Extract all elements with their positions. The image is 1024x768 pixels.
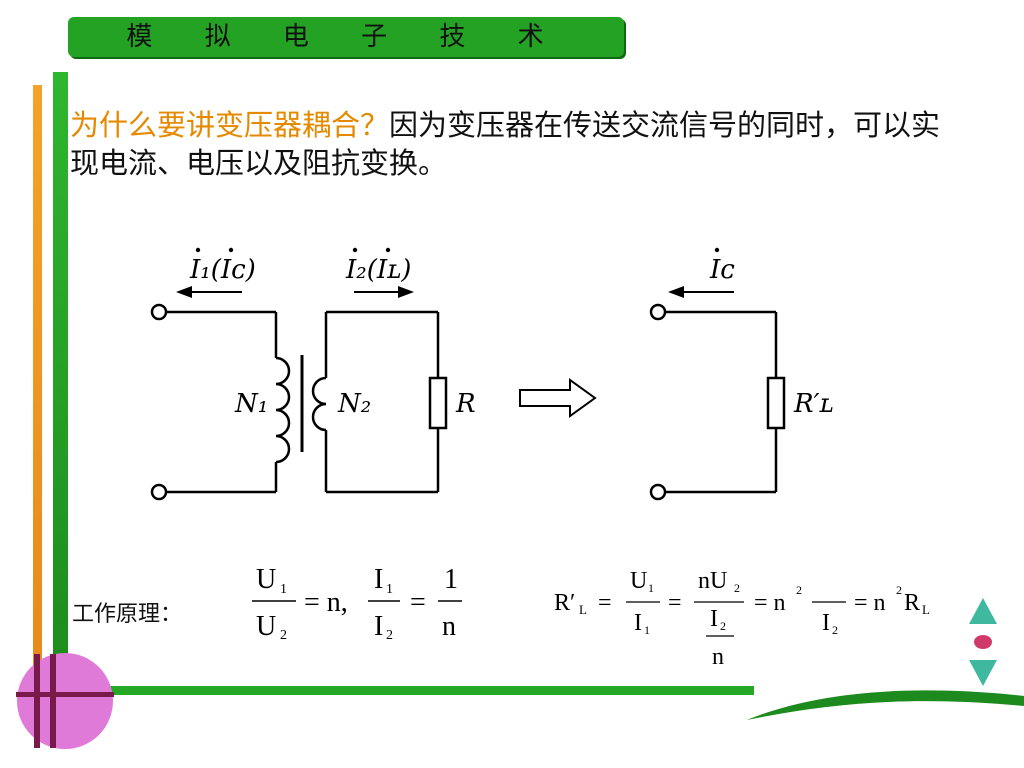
slide-navigation (969, 598, 997, 686)
f1-one: 1 (444, 564, 458, 595)
f2-i1: I (634, 610, 642, 636)
equiv-current-label: Iᴄ (709, 255, 735, 285)
f2-eq1: = (598, 590, 612, 616)
f2-u1-sub: 1 (648, 581, 654, 595)
f2-sq2: 2 (896, 583, 902, 597)
f2-i1-sub: 1 (644, 623, 650, 637)
f2-i2b-sub: 2 (832, 623, 838, 637)
f1-eq-n: = n, (304, 587, 348, 618)
primary-coil (275, 356, 291, 464)
f2-rl-sub: L (579, 602, 587, 617)
primary-current-arrow (176, 286, 192, 298)
primary-turns-label: N₁ (234, 389, 268, 419)
f2-sq1: 2 (796, 583, 802, 597)
f2-rl: R′ (554, 590, 575, 616)
intro-question: 为什么要讲变压器耦合？ (70, 108, 390, 142)
impedance-formula: R′ L = U 1 I 1 = nU 2 I 2 n = n 2 I 2 = … (554, 568, 930, 670)
f2-eq-n2: = n (754, 590, 786, 616)
secondary-turns-label: N₂ (337, 389, 371, 419)
equiv-current-arrow (668, 286, 684, 298)
f1-i1: I (374, 564, 383, 595)
f1-u1: U (256, 564, 276, 595)
f2-i2b: I (822, 610, 830, 636)
transformer-circuit-diagram: I₁(Iᴄ) I₂(Iʟ) N₁ N₂ R Iᴄ R′ʟ (150, 247, 834, 501)
f2-eq-n2b: = n (854, 590, 886, 616)
prev-slide-arrow-icon[interactable] (969, 598, 997, 624)
f1-i1-sub: 1 (386, 582, 393, 597)
intro-text: 为什么要讲变压器耦合？因为变压器在传送交流信号的同时，可以实现电流、电压以及阻抗… (70, 106, 950, 182)
f1-i2: I (374, 611, 383, 642)
title-bar: 模 拟 电 子 技 术 (68, 17, 624, 57)
equiv-load-label: R′ʟ (793, 389, 834, 419)
primary-current-label: I₁(Iᴄ) (189, 255, 256, 285)
f1-u1-sub: 1 (280, 582, 287, 597)
equiv-bottom-terminal (649, 483, 667, 501)
f1-u2-sub: 2 (280, 628, 287, 643)
load-resistor (428, 376, 448, 430)
f2-rl-final: R (904, 590, 920, 616)
home-dot-icon[interactable] (974, 635, 992, 649)
page-title: 模 拟 电 子 技 术 (126, 22, 566, 52)
decorative-swoosh-icon (747, 690, 1024, 720)
f2-nu2: nU (698, 568, 727, 594)
orange-side-bar (33, 85, 42, 695)
secondary-coil (311, 376, 327, 432)
equiv-top-terminal (649, 303, 667, 321)
next-slide-arrow-icon[interactable] (969, 660, 997, 686)
working-principle-label: 工作原理： (72, 602, 183, 627)
f1-i2-sub: 2 (386, 628, 393, 643)
f1-u2: U (256, 611, 276, 642)
intro-answer: 因为变压器在传送交流信号的同时，可以实现电流、电压以及阻抗变换。 (70, 108, 941, 180)
f2-i2: I (710, 606, 718, 632)
equiv-load-resistor (766, 376, 786, 430)
f2-u1: U (630, 568, 647, 594)
decorative-logo-icon (16, 653, 114, 749)
f2-rl-final-sub: L (922, 602, 930, 617)
green-bottom-bar (50, 686, 754, 695)
primary-top-terminal (150, 303, 168, 321)
primary-bottom-terminal (150, 483, 168, 501)
equivalence-arrow (519, 378, 597, 418)
secondary-current-label: I₂(Iʟ) (345, 255, 411, 285)
secondary-current-arrow (398, 286, 414, 298)
f1-n: n (442, 611, 456, 642)
green-side-bar (53, 72, 68, 696)
f1-eq: = (410, 587, 426, 618)
load-label: R (455, 389, 476, 419)
f2-i2-sub: 2 (720, 619, 726, 633)
f2-eq2: = (668, 590, 682, 616)
f2-n-den: n (712, 644, 724, 670)
f2-nu2-sub: 2 (734, 581, 740, 595)
ratio-formula: U 1 U 2 = n, I 1 I 2 = 1 n (252, 564, 462, 643)
